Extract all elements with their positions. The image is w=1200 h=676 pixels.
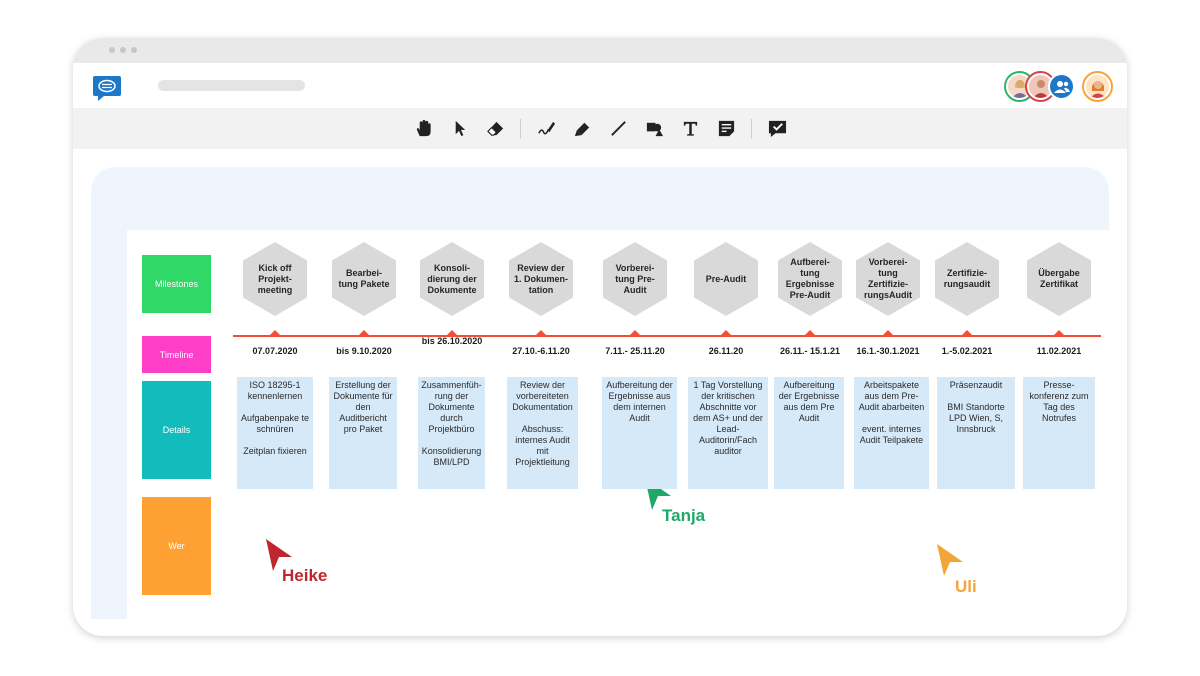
- milestone-hexagon[interactable]: Kick off Projekt-meeting: [243, 242, 307, 316]
- timeline-marker[interactable]: [961, 330, 973, 336]
- detail-note[interactable]: Präsenzaudit BMI Standorte LPD Wien, S, …: [937, 377, 1015, 489]
- text-icon[interactable]: [679, 118, 701, 140]
- timeline-date: 1.-5.02.2021: [941, 346, 993, 356]
- milestone-hexagon[interactable]: Review der 1. Dokumen-tation: [509, 242, 573, 316]
- timeline-date: 26.11.- 15.1.21: [779, 346, 841, 356]
- milestone-hexagon[interactable]: Aufberei-tung Ergebnisse Pre-Audit: [778, 242, 842, 316]
- timeline-marker[interactable]: [882, 330, 894, 336]
- cursor-uli: [935, 542, 965, 583]
- timeline-date: 07.07.2020: [252, 346, 298, 356]
- cursor-heike: [264, 537, 294, 578]
- pen-icon[interactable]: [535, 118, 557, 140]
- milestone-hexagon[interactable]: Vorberei-tung Pre-Audit: [603, 242, 667, 316]
- detail-note[interactable]: Aufbereitung der Ergebnisse aus dem Pre …: [774, 377, 844, 489]
- detail-note[interactable]: Arbeitspakete aus dem Pre-Audit abarbeit…: [854, 377, 929, 489]
- window-dot[interactable]: [131, 47, 137, 53]
- participant-avatar[interactable]: [1084, 73, 1111, 100]
- shapes-icon[interactable]: [643, 118, 665, 140]
- toolbar-separator: [520, 118, 521, 139]
- highlighter-icon[interactable]: [571, 118, 593, 140]
- cursor-label-heike: Heike: [282, 566, 328, 585]
- roadmap-board[interactable]: Milestones Timeline Details Wer Heike Ta…: [127, 230, 1109, 619]
- milestone-hexagon[interactable]: Übergabe Zertifikat: [1027, 242, 1091, 316]
- hand-icon[interactable]: [412, 118, 434, 140]
- pointer-icon[interactable]: [448, 118, 470, 140]
- timeline-date: 16.1.-30.1.2021: [856, 346, 920, 356]
- chat-logo-icon[interactable]: [92, 75, 122, 101]
- url-bar[interactable]: [158, 80, 305, 91]
- detail-note[interactable]: Erstellung der Dokumente für den Auditbe…: [329, 377, 397, 489]
- checklist-icon[interactable]: [766, 118, 788, 140]
- timeline-date: 26.11.20: [708, 346, 744, 356]
- timeline-marker[interactable]: [629, 330, 641, 336]
- timeline-marker[interactable]: [269, 330, 281, 336]
- sticky-note-icon[interactable]: [715, 118, 737, 140]
- milestone-hexagon[interactable]: Zertifizie-rungsaudit: [935, 242, 999, 316]
- row-label-milestones[interactable]: Milestones: [142, 255, 211, 313]
- eraser-icon[interactable]: [484, 118, 506, 140]
- window-dot[interactable]: [120, 47, 126, 53]
- timeline-marker[interactable]: [535, 330, 547, 336]
- timeline-marker[interactable]: [358, 330, 370, 336]
- detail-note[interactable]: 1 Tag Vorstellung der kritischen Abschni…: [688, 377, 768, 489]
- milestone-hexagon[interactable]: Bearbei-tung Pakete: [332, 242, 396, 316]
- timeline-line[interactable]: [233, 335, 1101, 337]
- row-label-wer[interactable]: Wer: [142, 497, 211, 595]
- milestone-hexagon[interactable]: Konsoli-dierung der Dokumente: [420, 242, 484, 316]
- participant-avatars: [1006, 73, 1111, 100]
- row-label-details[interactable]: Details: [142, 381, 211, 479]
- app-header: [73, 63, 1127, 108]
- timeline-date: 11.02.2021: [1036, 346, 1082, 356]
- milestone-hexagon[interactable]: Pre-Audit: [694, 242, 758, 316]
- detail-note[interactable]: Review der vorbereiteten Dokumentation A…: [507, 377, 578, 489]
- line-icon[interactable]: [607, 118, 629, 140]
- detail-note[interactable]: ISO 18295-1 kennenlernen Aufgabenpake te…: [237, 377, 313, 489]
- detail-note[interactable]: Aufbereitung der Ergebnisse aus dem inte…: [602, 377, 677, 489]
- participant-avatar[interactable]: [1006, 73, 1033, 100]
- window-dot[interactable]: [109, 47, 115, 53]
- cursor-label-tanja: Tanja: [662, 506, 706, 525]
- timeline-date: 27.10.-6.11.20: [512, 346, 570, 356]
- group-icon[interactable]: [1048, 73, 1075, 100]
- timeline-date: 7.11.- 25.11.20: [605, 346, 665, 356]
- browser-window: Milestones Timeline Details Wer Heike Ta…: [73, 38, 1127, 636]
- timeline-date: bis 9.10.2020: [336, 346, 392, 356]
- app-viewport: Milestones Timeline Details Wer Heike Ta…: [73, 63, 1127, 636]
- row-label-timeline[interactable]: Timeline: [142, 336, 211, 373]
- timeline-marker[interactable]: [446, 330, 458, 336]
- timeline-date: bis 26.10.2020: [421, 336, 483, 346]
- timeline-marker[interactable]: [804, 330, 816, 336]
- detail-note[interactable]: Presse-konferenz zum Tag des Notrufes: [1023, 377, 1095, 489]
- milestone-hexagon[interactable]: Vorberei-tung Zertifizie-rungsAudit: [856, 242, 920, 316]
- cursor-label-uli: Uli: [955, 577, 977, 596]
- whiteboard-toolbar: [73, 108, 1127, 149]
- window-dots: [109, 47, 137, 53]
- detail-note[interactable]: Zusammenfüh-rung der Dokumente durch Pro…: [418, 377, 485, 489]
- toolbar-separator: [751, 118, 752, 139]
- whiteboard-canvas[interactable]: Milestones Timeline Details Wer Heike Ta…: [91, 167, 1109, 619]
- timeline-marker[interactable]: [720, 330, 732, 336]
- timeline-marker[interactable]: [1053, 330, 1065, 336]
